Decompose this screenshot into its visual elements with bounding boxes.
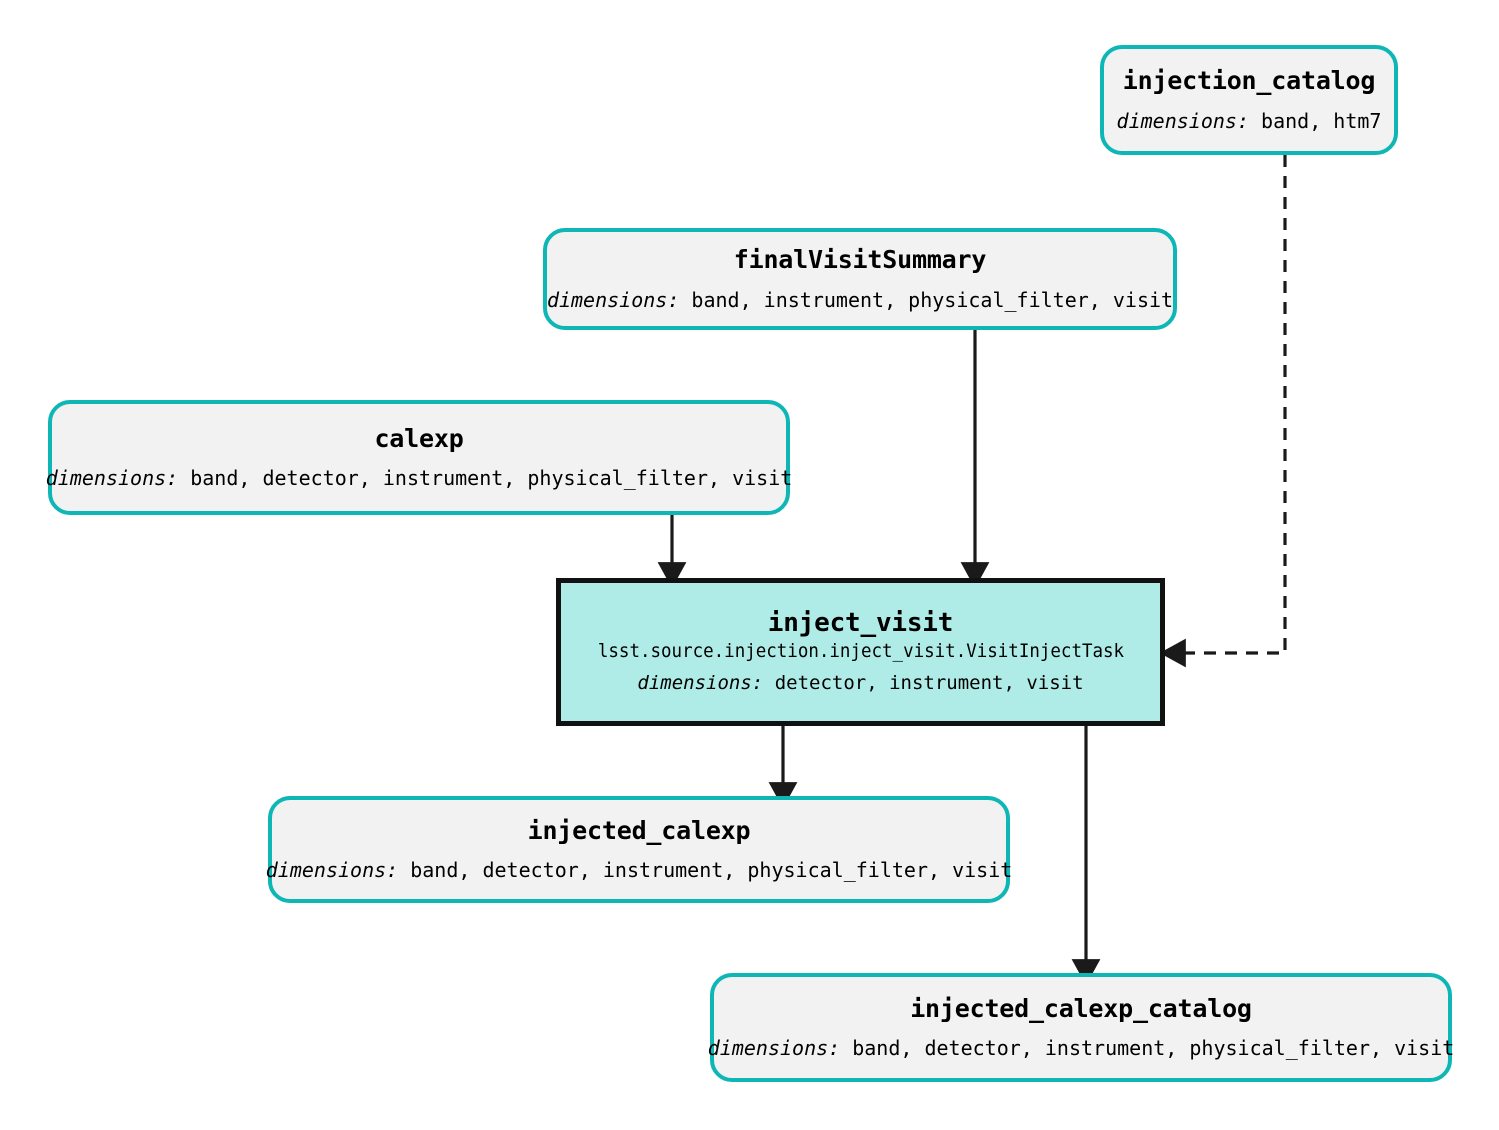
dimensions-label: dimensions: (546, 287, 680, 312)
node-calexp[interactable]: calexp dimensions: band, detector, instr… (46, 400, 793, 515)
dimensions-value: band, instrument, physical_filter, visit (679, 287, 1174, 312)
node-title: calexp (374, 423, 464, 453)
node-title: finalVisitSummary (733, 245, 987, 275)
dimensions-value: detector, instrument, visit (763, 672, 1084, 695)
node-title: injected_calexp (527, 815, 751, 845)
dimensions-label: dimensions: (637, 672, 764, 695)
dimensions-label: dimensions: (1116, 108, 1249, 133)
node-dimensions: dimensions: band, instrument, physical_f… (547, 288, 1173, 312)
node-injection-catalog[interactable]: injection_catalog dimensions: band, htm7 (1100, 45, 1398, 155)
node-title: inject_visit (767, 607, 954, 638)
node-inject-visit-task[interactable]: inject_visit lsst.source.injection.injec… (556, 578, 1165, 726)
dimensions-label: dimensions: (265, 858, 399, 883)
node-final-visit-summary[interactable]: finalVisitSummary dimensions: band, inst… (543, 228, 1177, 330)
dimensions-value: band, detector, instrument, physical_fil… (178, 466, 793, 491)
dimensions-value: band, detector, instrument, physical_fil… (840, 1036, 1455, 1061)
dimensions-label: dimensions: (45, 466, 179, 491)
dimensions-value: band, htm7 (1249, 108, 1382, 133)
dimensions-label: dimensions: (707, 1036, 841, 1061)
node-dimensions: dimensions: band, detector, instrument, … (266, 858, 1013, 882)
node-dimensions: dimensions: band, detector, instrument, … (46, 466, 793, 490)
dimensions-value: band, detector, instrument, physical_fil… (398, 858, 1013, 883)
node-dimensions: dimensions: band, detector, instrument, … (708, 1036, 1455, 1060)
node-class-path: lsst.source.injection.inject_visit.Visit… (597, 639, 1124, 662)
node-title: injection_catalog (1122, 66, 1376, 96)
edge-injection_catalog-to-inject_visit (1159, 155, 1287, 668)
node-dimensions: dimensions: band, htm7 (1117, 109, 1382, 133)
node-injected-calexp-catalog[interactable]: injected_calexp_catalog dimensions: band… (708, 973, 1455, 1082)
node-dimensions: dimensions: detector, instrument, visit (637, 672, 1083, 695)
node-injected-calexp[interactable]: injected_calexp dimensions: band, detect… (266, 796, 1013, 903)
node-title: injected_calexp_catalog (910, 993, 1252, 1023)
